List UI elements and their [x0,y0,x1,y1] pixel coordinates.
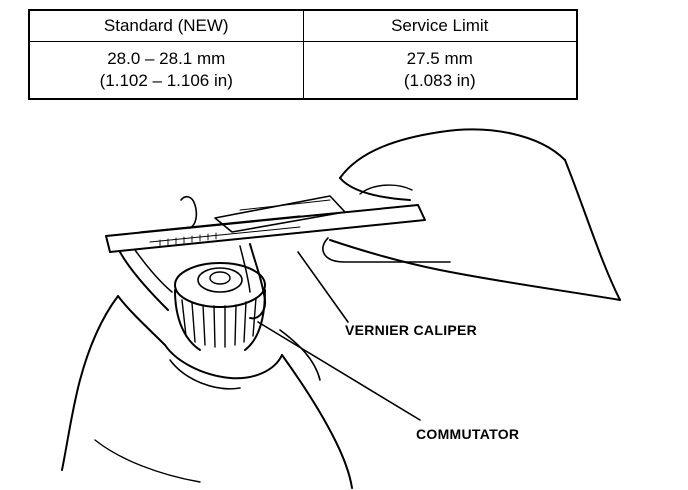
service-limit-imperial: (1.083 in) [403,71,476,90]
header-service-limit: Service Limit [302,9,578,42]
service-limit-metric: 27.5 mm [406,49,473,68]
header-standard: Standard (NEW) [28,9,304,42]
standard-imperial: (1.102 – 1.106 in) [99,71,233,90]
standard-metric: 28.0 – 28.1 mm [107,49,226,68]
caliper-measurement-illustration [61,128,621,489]
service-limit-value-cell: 27.5 mm (1.083 in) [302,41,578,100]
spec-value-row: 28.0 – 28.1 mm (1.102 – 1.106 in) 27.5 m… [28,41,578,100]
commutator-label: COMMUTATOR [416,426,520,442]
right-hand [322,128,621,301]
standard-value-cell: 28.0 – 28.1 mm (1.102 – 1.106 in) [28,41,304,100]
commutator-armature [164,262,283,390]
spec-table: Standard (NEW) Service Limit 28.0 – 28.1… [28,9,578,100]
vernier-caliper-label: VERNIER CALIPER [345,322,478,338]
callout-leaders [257,251,421,421]
left-hand [61,295,353,489]
vernier-caliper [105,195,426,320]
spec-header-row: Standard (NEW) Service Limit [28,9,578,42]
